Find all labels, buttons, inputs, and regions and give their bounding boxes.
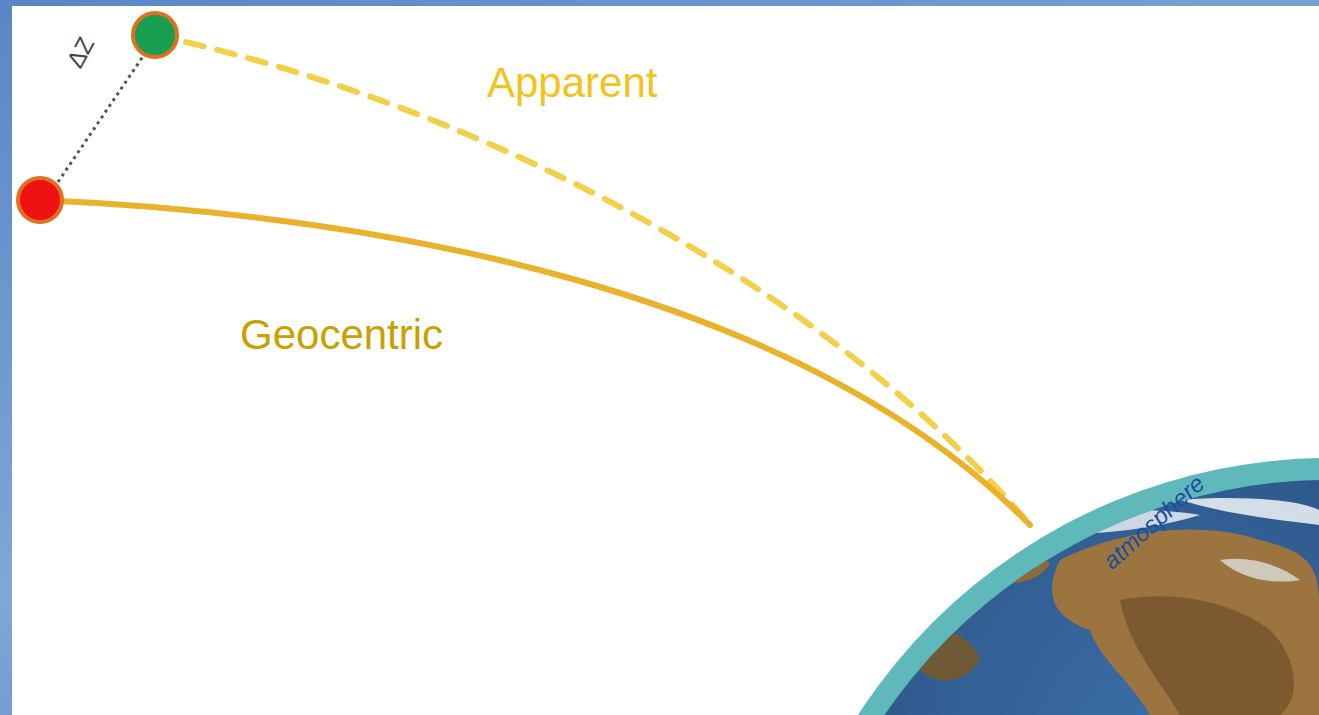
delta-z-line (58, 52, 146, 182)
earth-globe (790, 480, 1319, 715)
geocentric-path (40, 200, 1030, 525)
apparent-label: Apparent (487, 60, 657, 106)
apparent-path (155, 35, 1030, 525)
geocentric-position (18, 178, 62, 222)
apparent-position (133, 13, 177, 57)
geocentric-label: Geocentric (240, 312, 443, 358)
atmosphere-band (768, 458, 1319, 715)
continents (900, 498, 1319, 715)
